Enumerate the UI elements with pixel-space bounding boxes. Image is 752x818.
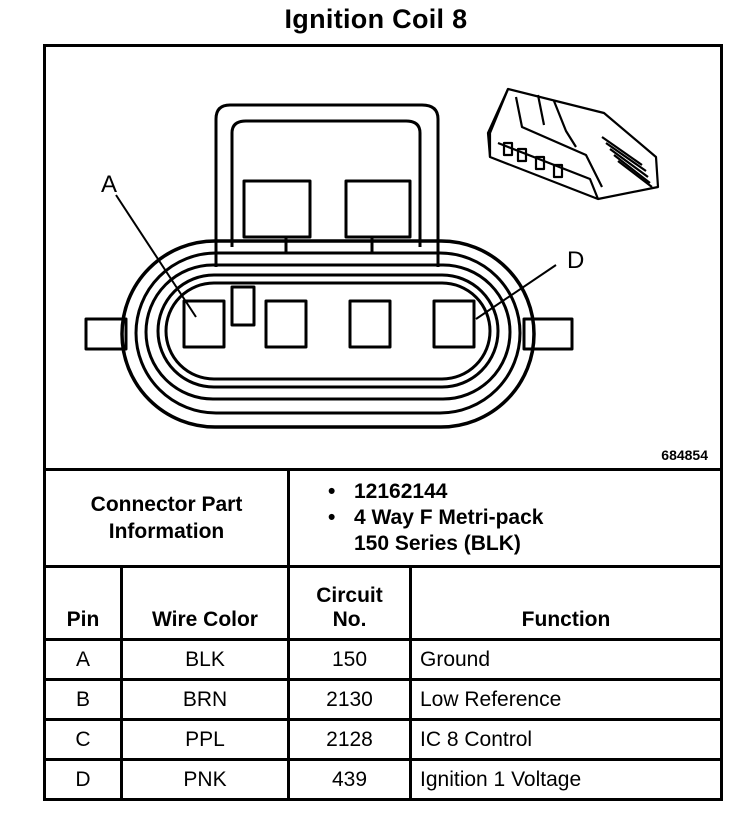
figure-id: 684854 bbox=[661, 447, 708, 463]
housing-ring-3 bbox=[156, 273, 500, 389]
ear-right bbox=[522, 317, 574, 351]
table-row: D PNK 439 Ignition 1 Voltage bbox=[43, 758, 724, 801]
pin-cell: D bbox=[43, 758, 123, 801]
cavity-d bbox=[432, 299, 476, 349]
wire-color-cell: PPL bbox=[120, 718, 290, 761]
connector-figure: A D 684854 bbox=[43, 44, 723, 471]
connector-face-drawing bbox=[84, 87, 660, 429]
housing-outer bbox=[120, 239, 536, 429]
table-row: A BLK 150 Ground bbox=[43, 638, 724, 681]
connector-info-details: 12162144 4 Way F Metri-pack 150 Series (… bbox=[286, 468, 724, 568]
table-row: B BRN 2130 Low Reference bbox=[43, 678, 724, 721]
circuit-cell: 2130 bbox=[287, 678, 412, 721]
callout-a: A bbox=[101, 171, 118, 198]
page-title: Ignition Coil 8 bbox=[284, 4, 468, 34]
cavity-a bbox=[182, 299, 226, 349]
function-cell: Ground bbox=[408, 638, 724, 681]
wire-color-cell: PNK bbox=[120, 758, 290, 801]
circuit-cell: 2128 bbox=[287, 718, 412, 761]
function-cell: Low Reference bbox=[408, 678, 724, 721]
wire-color-cell: BLK bbox=[120, 638, 290, 681]
latch-tab-left bbox=[242, 179, 312, 239]
pin-cell: C bbox=[43, 718, 123, 761]
cavity-c bbox=[348, 299, 392, 349]
connector-iso-sketch bbox=[486, 87, 660, 201]
connector-info-label-line1: Connector Part bbox=[90, 493, 243, 516]
circuit-cell: 150 bbox=[287, 638, 412, 681]
header-wire-color: Wire Color bbox=[120, 565, 290, 641]
key-notch bbox=[230, 285, 256, 327]
part-number: 12162144 bbox=[328, 479, 720, 505]
circuit-cell: 439 bbox=[287, 758, 412, 801]
housing-ring-4 bbox=[164, 281, 492, 381]
housing-ring-2 bbox=[144, 263, 512, 401]
function-cell: IC 8 Control bbox=[408, 718, 724, 761]
housing-ring-1 bbox=[134, 251, 522, 415]
connector-info-label-line2: Information bbox=[108, 520, 225, 543]
leader-a bbox=[115, 194, 197, 318]
wire-color-cell: BRN bbox=[120, 678, 290, 721]
function-cell: Ignition 1 Voltage bbox=[408, 758, 724, 801]
connector-info-row: Connector Part Information 12162144 4 Wa… bbox=[43, 468, 724, 568]
latch-tab-right bbox=[344, 179, 412, 239]
cavity-b bbox=[264, 299, 308, 349]
part-description: 4 Way F Metri-pack 150 Series (BLK) bbox=[328, 505, 720, 557]
header-pin: Pin bbox=[43, 565, 123, 641]
pin-cell: A bbox=[43, 638, 123, 681]
table-row: C PPL 2128 IC 8 Control bbox=[43, 718, 724, 761]
callout-d: D bbox=[567, 247, 585, 274]
latch-inner bbox=[230, 119, 422, 247]
pinout-table: Connector Part Information 12162144 4 Wa… bbox=[43, 468, 724, 801]
connector-info-label: Connector Part Information bbox=[43, 468, 290, 568]
leader-d bbox=[475, 264, 557, 320]
header-function: Function bbox=[408, 565, 724, 641]
latch-outline bbox=[214, 103, 440, 267]
pin-cell: B bbox=[43, 678, 123, 721]
ear-left bbox=[84, 317, 128, 351]
